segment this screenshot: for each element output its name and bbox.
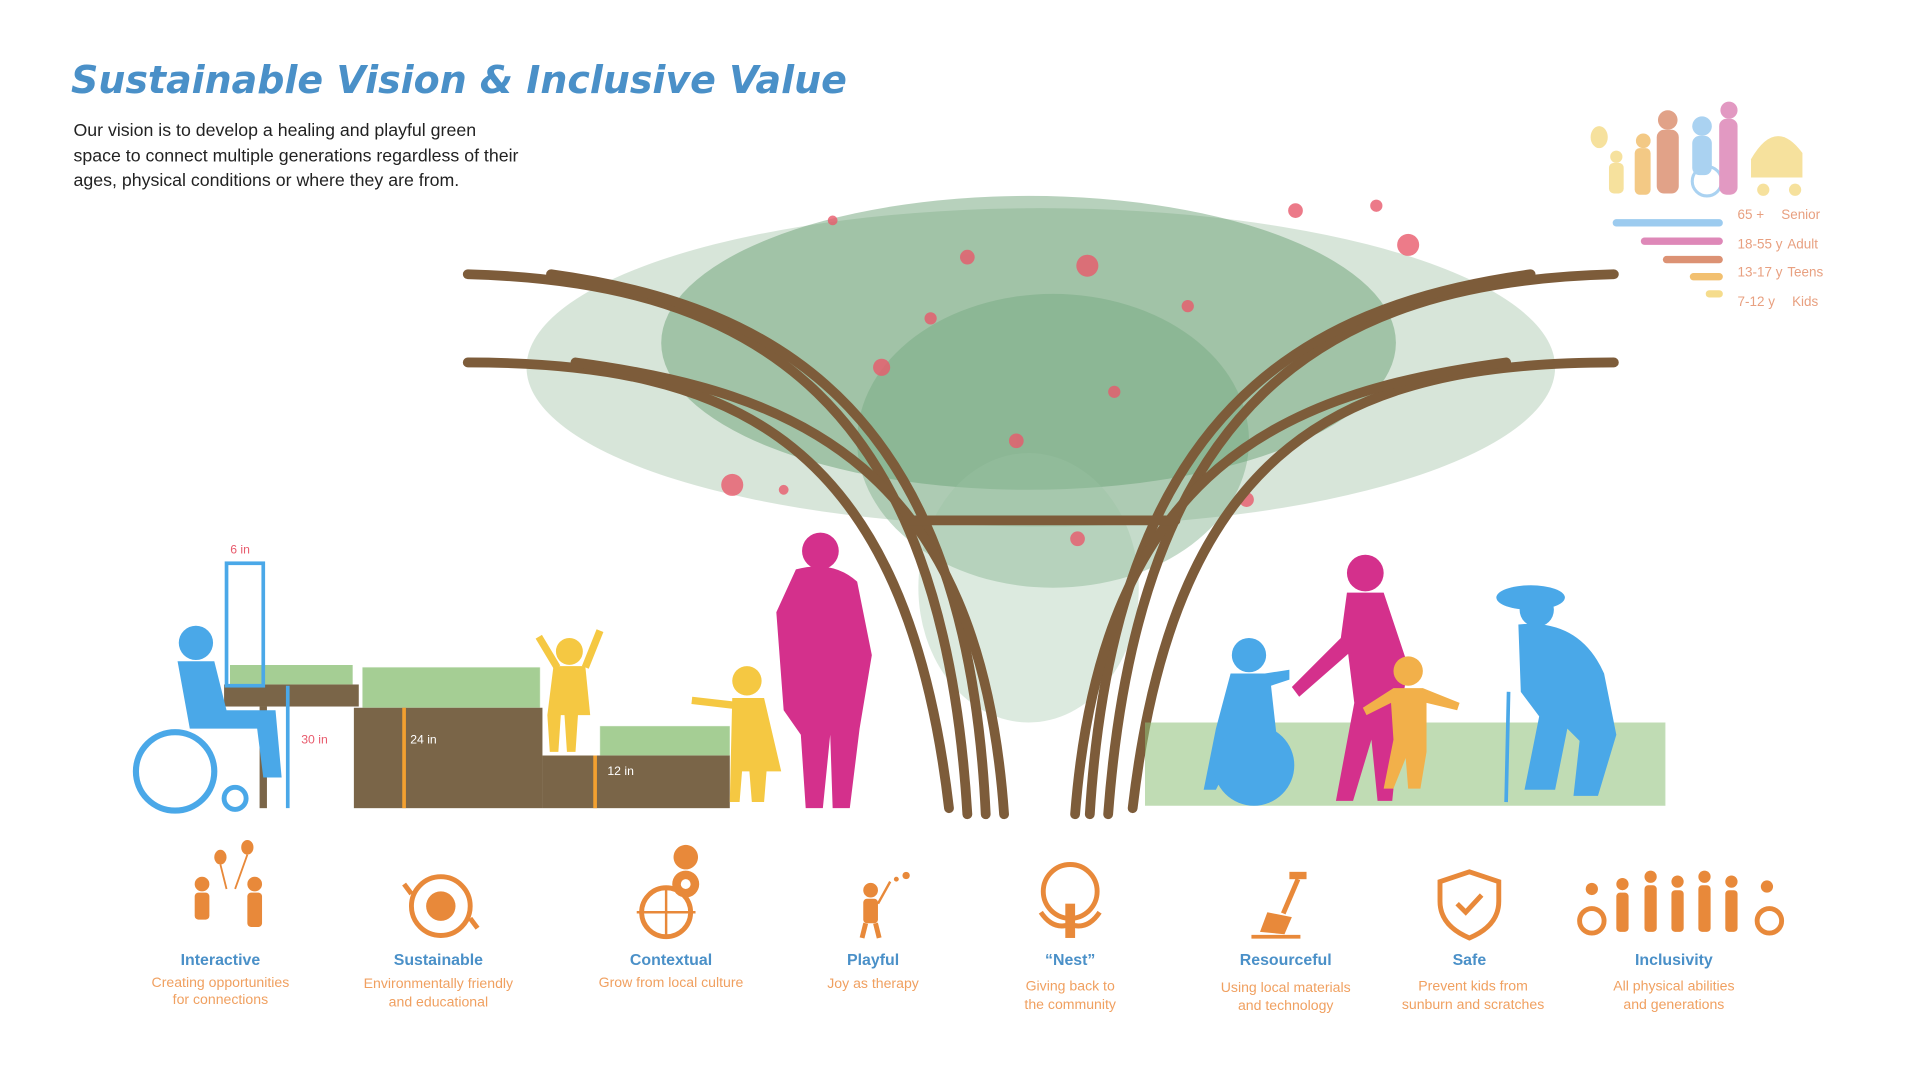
planter-mid bbox=[353, 707, 543, 809]
tree-structure bbox=[462, 269, 1619, 820]
svg-text:Safe: Safe bbox=[1453, 952, 1487, 969]
intro-line: ages, physical conditions or where they … bbox=[73, 170, 459, 190]
svg-text:and technology: and technology bbox=[1238, 997, 1334, 1013]
planter-low bbox=[542, 755, 730, 809]
intro-paragraph: Our vision is to develop a healing and p… bbox=[73, 120, 518, 190]
svg-text:Creating opportunities: Creating opportunities bbox=[152, 974, 290, 990]
page-title: Sustainable Vision & Inclusive Value bbox=[71, 58, 847, 102]
toddler bbox=[691, 666, 782, 803]
tree-hands-icon bbox=[1038, 862, 1102, 938]
svg-text:the community: the community bbox=[1024, 996, 1117, 1012]
svg-text:“Nest”: “Nest” bbox=[1045, 952, 1095, 969]
measure-table: 30 in bbox=[301, 732, 328, 746]
child-reaching bbox=[535, 629, 604, 752]
svg-text:Prevent kids from: Prevent kids from bbox=[1418, 978, 1528, 994]
svg-text:sunburn and scratches: sunburn and scratches bbox=[1402, 996, 1544, 1012]
shovel-icon bbox=[1251, 871, 1307, 939]
adult-woman bbox=[776, 532, 872, 809]
shield-check-icon bbox=[1437, 869, 1502, 941]
people-silhouettes bbox=[132, 532, 1617, 814]
intro-line: space to connect multiple generations re… bbox=[73, 146, 518, 166]
planters: 6 in 30 in 24 in 12 in bbox=[224, 542, 730, 809]
svg-text:Contextual: Contextual bbox=[630, 952, 712, 969]
globe-pin-icon bbox=[636, 844, 700, 940]
family-balloon-icon bbox=[194, 840, 263, 927]
svg-text:Using local materials: Using local materials bbox=[1221, 979, 1351, 995]
svg-text:Joy as therapy: Joy as therapy bbox=[827, 975, 920, 991]
accessible-table bbox=[224, 684, 359, 707]
measure-rail: 6 in bbox=[230, 542, 250, 556]
svg-text:Resourceful: Resourceful bbox=[1240, 952, 1332, 969]
svg-text:Sustainable: Sustainable bbox=[394, 952, 483, 969]
intro-line: Our vision is to develop a healing and p… bbox=[73, 120, 476, 140]
generations-figures bbox=[1590, 101, 1803, 198]
value-nest: “Nest” Giving back to the community bbox=[1024, 952, 1117, 1012]
senior-with-cane bbox=[1496, 585, 1617, 803]
adult-walking bbox=[1291, 554, 1409, 801]
svg-text:Environmentally friendly: Environmentally friendly bbox=[364, 975, 514, 991]
svg-text:Playful: Playful bbox=[847, 952, 899, 969]
measure-planter-low: 12 in bbox=[607, 764, 634, 778]
svg-text:and generations: and generations bbox=[1623, 996, 1724, 1012]
svg-text:Interactive: Interactive bbox=[181, 952, 261, 969]
svg-text:for connections: for connections bbox=[173, 991, 268, 1007]
recycle-globe-icon bbox=[402, 874, 480, 938]
people-group-icon bbox=[1577, 870, 1785, 936]
measure-planter-mid: 24 in bbox=[410, 732, 437, 746]
child-wheelchair bbox=[1203, 637, 1295, 806]
child-playing bbox=[1362, 656, 1460, 789]
svg-text:65 +Senior: 65 +Senior bbox=[1738, 207, 1821, 222]
wheelchair-user bbox=[132, 625, 282, 814]
svg-text:Inclusivity: Inclusivity bbox=[1635, 952, 1713, 969]
tree-canopy bbox=[526, 195, 1556, 723]
svg-text:All physical abilities: All physical abilities bbox=[1613, 978, 1734, 994]
svg-text:Grow from local culture: Grow from local culture bbox=[599, 974, 744, 990]
svg-text:and educational: and educational bbox=[389, 994, 488, 1010]
child-butterfly-icon bbox=[859, 871, 910, 939]
svg-text:Giving back to: Giving back to bbox=[1026, 978, 1115, 994]
